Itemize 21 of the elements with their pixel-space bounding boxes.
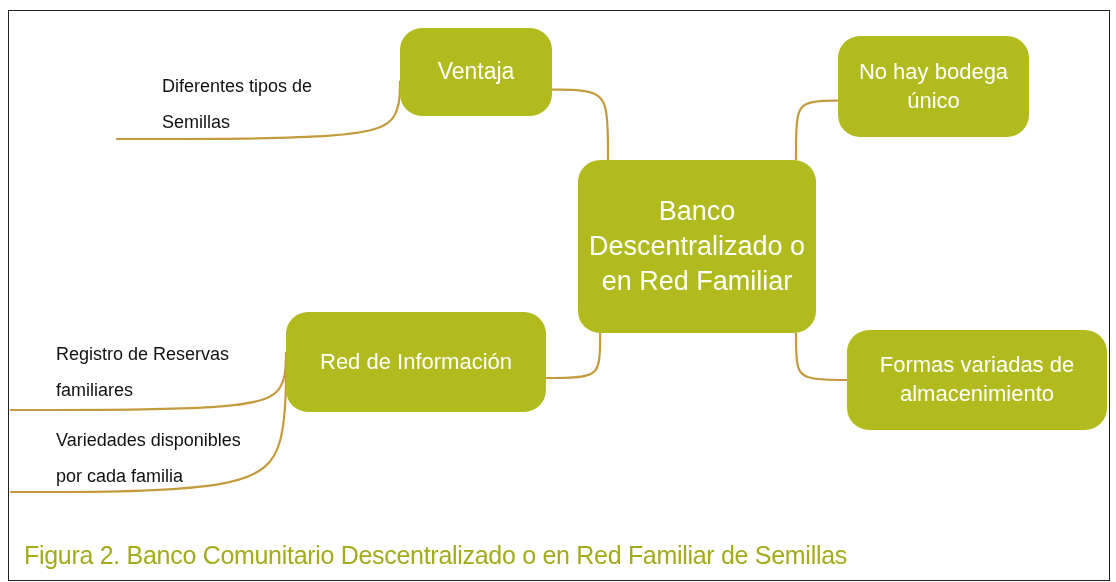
connector-line [552, 88, 610, 160]
connector-line [10, 352, 288, 412]
subtopic-text: Diferentes tipos de Semillas [162, 75, 314, 134]
figure-caption: Figura 2. Banco Comunitario Descentralizado o en Red Familiar de Semillas [24, 541, 847, 570]
topic-box [838, 36, 1029, 137]
subtopic-text: Variedades disponibles por cada familia [56, 429, 242, 488]
topic-box [847, 330, 1107, 430]
subtopic-text: Registro de Reservas familiares [56, 343, 231, 402]
topic-box [400, 28, 552, 116]
topic-box [286, 312, 546, 412]
topic-label: Red de Información [320, 347, 512, 376]
connector-line [794, 333, 847, 382]
connector-line [10, 360, 288, 494]
topic-label: Ventaja [437, 57, 515, 87]
topic-label: Formas variadas de almacenimiento [878, 351, 1076, 408]
connector-line [546, 333, 602, 380]
topic-label: No hay bodega único [857, 57, 1010, 115]
connector-line [794, 99, 838, 160]
connector-line [116, 80, 402, 141]
topic-box [578, 160, 816, 333]
topic-label: Banco Descentralizado o en Red Familiar [587, 194, 807, 299]
